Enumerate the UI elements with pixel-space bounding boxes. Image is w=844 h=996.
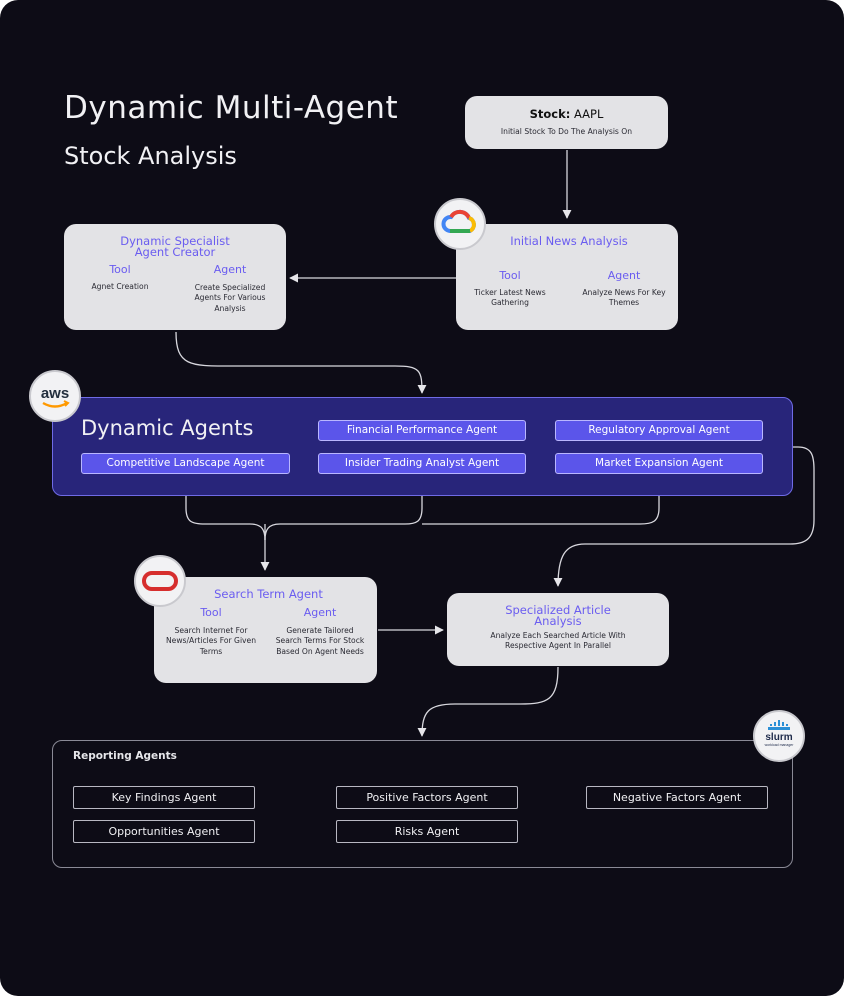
specialist-creator-agent-text: Create Specialized Agents For Various An… (194, 283, 266, 313)
initial-news-card: Initial News Analysis Tool Agent Ticker … (456, 224, 678, 330)
stock-card: Stock: AAPL Initial Stock To Do The Anal… (465, 96, 668, 149)
agent-competitive-landscape[interactable]: Competitive Landscape Agent (81, 453, 290, 474)
initial-news-title: Initial News Analysis (510, 234, 628, 248)
search-term-tool-label: Tool (200, 606, 222, 619)
stock-description: Initial Stock To Do The Analysis On (500, 127, 633, 136)
report-negative-factors[interactable]: Negative Factors Agent (586, 786, 768, 809)
initial-news-agent-label: Agent (607, 269, 641, 282)
slurm-logo-text: slurm (765, 732, 792, 743)
aws-logo-icon: aws (29, 370, 81, 422)
search-term-title: Search Term Agent (214, 587, 323, 601)
initial-news-tool-text: Ticker Latest News Gathering (474, 288, 546, 308)
dynamic-agents-title: Dynamic Agents (81, 416, 254, 440)
reporting-agents-panel (52, 740, 793, 868)
specialist-creator-agent-label: Agent (213, 263, 247, 276)
dynamic-agents-panel (52, 397, 793, 496)
initial-news-tool-label: Tool (499, 269, 521, 282)
specialized-article-title-line2: Analysis (534, 614, 582, 628)
edge-article-to-reporting (417, 666, 559, 737)
search-term-tool-text: Search Internet For News/Articles For Gi… (165, 626, 257, 656)
agent-regulatory-approval[interactable]: Regulatory Approval Agent (555, 420, 763, 441)
search-term-agent-label: Agent (303, 606, 337, 619)
report-opportunities[interactable]: Opportunities Agent (73, 820, 255, 843)
agent-financial-performance[interactable]: Financial Performance Agent (318, 420, 526, 441)
page-subtitle: Stock Analysis (64, 142, 237, 170)
agent-market-expansion[interactable]: Market Expansion Agent (555, 453, 763, 474)
edge-insider-branch (264, 475, 423, 541)
initial-news-agent-text: Analyze News For Key Themes (582, 288, 666, 308)
stock-label: Stock: (529, 107, 571, 121)
specialized-article-description: Analyze Each Searched Article With Respe… (490, 631, 626, 651)
report-positive-factors[interactable]: Positive Factors Agent (336, 786, 518, 809)
edge-dynamic-to-article (553, 446, 815, 587)
specialist-creator-card: Dynamic Specialist Agent Creator Tool Ag… (64, 224, 286, 330)
agent-insider-trading[interactable]: Insider Trading Analyst Agent (318, 453, 526, 474)
specialist-creator-title-line2: Agent Creator (134, 245, 216, 259)
report-key-findings[interactable]: Key Findings Agent (73, 786, 255, 809)
specialized-article-title-line1: Specialized Article (505, 603, 611, 617)
edge-creator-to-dynamic (175, 331, 427, 394)
slurm-logo-icon: slurm workload manager (753, 710, 805, 762)
report-risks[interactable]: Risks Agent (336, 820, 518, 843)
specialist-creator-tool-text: Agnet Creation (91, 282, 149, 291)
stock-heading: Stock: AAPL (465, 107, 668, 121)
specialist-creator-title-line1: Dynamic Specialist (120, 234, 230, 248)
specialist-creator-tool-label: Tool (109, 263, 131, 276)
reporting-agents-title: Reporting Agents (73, 750, 177, 762)
slurm-logo-subtext: workload manager (765, 743, 795, 747)
google-cloud-logo-icon (434, 198, 486, 250)
edge-competitive-branch (185, 475, 266, 541)
search-term-agent-text: Generate Tailored Search Terms For Stock… (275, 626, 365, 656)
edge-market-branch (422, 475, 660, 525)
stock-value: AAPL (574, 107, 604, 121)
specialized-article-card: Specialized Article Analysis Analyze Eac… (447, 593, 669, 666)
page-title: Dynamic Multi-Agent (64, 90, 399, 126)
aws-logo-text: aws (41, 385, 69, 402)
search-term-card: Search Term Agent Tool Agent Search Inte… (154, 577, 377, 683)
oracle-logo-icon (134, 555, 186, 607)
